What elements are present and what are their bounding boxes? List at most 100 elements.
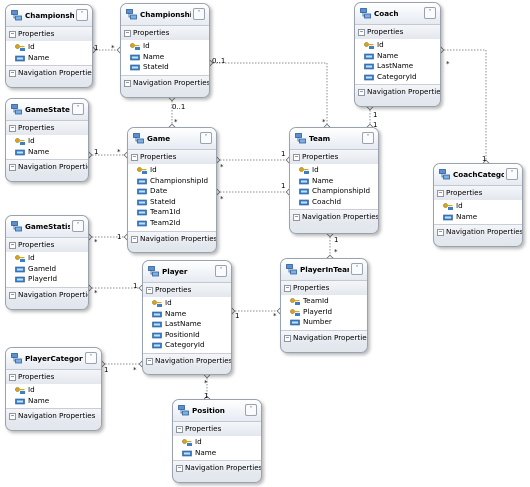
entity-header[interactable]: Game˄	[128, 128, 216, 150]
entity-header[interactable]: Team˄	[290, 128, 378, 150]
section-toggle-icon[interactable]: −	[9, 31, 16, 38]
property-row[interactable]: Id	[6, 136, 88, 147]
property-row[interactable]: StateId	[121, 62, 209, 73]
section-toggle-icon[interactable]: −	[131, 235, 138, 243]
properties-section-header[interactable]: −Properties	[6, 121, 88, 135]
section-toggle-icon[interactable]: −	[9, 291, 16, 299]
property-row[interactable]: Id	[6, 385, 101, 396]
property-row[interactable]: Id	[6, 42, 92, 53]
section-toggle-icon[interactable]: −	[9, 242, 16, 249]
section-toggle-icon[interactable]: −	[176, 465, 183, 473]
section-toggle-icon[interactable]: −	[9, 125, 16, 132]
section-toggle-icon[interactable]: −	[176, 426, 183, 433]
property-row[interactable]: Name	[290, 176, 378, 187]
navigation-section-header[interactable]: −Navigation Properties	[6, 408, 101, 424]
collapse-icon[interactable]: ˄	[362, 132, 374, 144]
entity-header[interactable]: Position˄	[173, 400, 261, 422]
collapse-icon[interactable]: ˄	[76, 9, 88, 21]
property-row[interactable]: Name	[355, 51, 440, 62]
property-row[interactable]: Name	[143, 309, 231, 320]
section-toggle-icon[interactable]: −	[9, 70, 16, 78]
property-row[interactable]: GameId	[6, 264, 88, 275]
property-row[interactable]: ChampionshipId	[290, 186, 378, 197]
property-row[interactable]: LastName	[355, 61, 440, 72]
collapse-icon[interactable]: ˄	[200, 132, 212, 144]
properties-section-header[interactable]: −Properties	[143, 283, 231, 297]
navigation-section-header[interactable]: −Navigation Properties	[434, 224, 522, 240]
collapse-icon[interactable]: ˄	[193, 8, 205, 20]
section-toggle-icon[interactable]: −	[358, 29, 365, 36]
property-row[interactable]: Id	[173, 437, 261, 448]
navigation-section-header[interactable]: −Navigation Properties	[290, 209, 378, 225]
collapse-icon[interactable]: ˄	[72, 220, 84, 232]
navigation-section-header[interactable]: −Navigation Properties	[355, 84, 440, 100]
entity-header[interactable]: Championship˄	[121, 4, 209, 26]
collapse-icon[interactable]: ˄	[85, 352, 97, 364]
navigation-section-header[interactable]: −Navigation Properties	[143, 352, 231, 368]
navigation-section-header[interactable]: −Navigation Properties	[281, 329, 367, 345]
property-row[interactable]: Number	[281, 317, 367, 328]
navigation-section-header[interactable]: −Navigation Properties	[6, 286, 88, 302]
collapse-icon[interactable]: ˄	[424, 7, 436, 19]
entity-header[interactable]: Player˄	[143, 261, 231, 283]
property-row[interactable]: CategoryId	[143, 340, 231, 351]
collapse-icon[interactable]: ˄	[351, 263, 363, 275]
section-toggle-icon[interactable]: −	[437, 190, 444, 197]
property-row[interactable]: Team2Id	[128, 218, 216, 229]
property-row[interactable]: PositionId	[143, 330, 231, 341]
property-row[interactable]: Name	[6, 53, 92, 64]
properties-section-header[interactable]: −Properties	[121, 26, 209, 40]
property-row[interactable]: Name	[173, 448, 261, 459]
properties-section-header[interactable]: −Properties	[6, 27, 92, 41]
entity-header[interactable]: CoachCategory˄	[434, 164, 522, 186]
section-toggle-icon[interactable]: −	[293, 214, 300, 222]
entity-coachcategory[interactable]: CoachCategory˄−PropertiesIdName−Navigati…	[433, 163, 523, 247]
section-toggle-icon[interactable]: −	[358, 89, 365, 97]
property-row[interactable]: Id	[143, 298, 231, 309]
property-row[interactable]: Id	[121, 41, 209, 52]
property-row[interactable]: Name	[6, 396, 101, 407]
section-toggle-icon[interactable]: −	[284, 334, 291, 342]
section-toggle-icon[interactable]: −	[124, 79, 131, 87]
properties-section-header[interactable]: −Properties	[434, 186, 522, 200]
property-row[interactable]: Team1Id	[128, 207, 216, 218]
properties-section-header[interactable]: −Properties	[173, 422, 261, 436]
entity-header[interactable]: GameStatistic˄	[6, 216, 88, 238]
property-row[interactable]: PlayerId	[6, 274, 88, 285]
property-row[interactable]: CoachId	[290, 197, 378, 208]
property-row[interactable]: Id	[6, 253, 88, 264]
property-row[interactable]: Date	[128, 186, 216, 197]
navigation-section-header[interactable]: −Navigation Properties	[6, 65, 92, 81]
entity-championship[interactable]: Championship˄−PropertiesIdNameStateId−Na…	[120, 3, 210, 98]
section-toggle-icon[interactable]: −	[293, 154, 300, 161]
properties-section-header[interactable]: −Properties	[355, 25, 440, 39]
collapse-icon[interactable]: ˄	[506, 168, 518, 180]
entity-gamestatistic[interactable]: GameStatistic˄−PropertiesIdGameIdPlayerI…	[5, 215, 89, 310]
section-toggle-icon[interactable]: −	[437, 229, 444, 237]
section-toggle-icon[interactable]: −	[146, 357, 153, 365]
property-row[interactable]: Name	[6, 147, 88, 158]
property-row[interactable]: LastName	[143, 319, 231, 330]
section-toggle-icon[interactable]: −	[124, 30, 131, 37]
entity-header[interactable]: GameState˄	[6, 99, 88, 121]
collapse-icon[interactable]: ˄	[215, 265, 227, 277]
entity-header[interactable]: PlayerCategory˄	[6, 348, 101, 370]
property-row[interactable]: Name	[434, 212, 522, 223]
collapse-icon[interactable]: ˄	[245, 404, 257, 416]
properties-section-header[interactable]: −Properties	[281, 281, 367, 295]
property-row[interactable]: PlayerId	[281, 307, 367, 318]
properties-section-header[interactable]: −Properties	[6, 238, 88, 252]
property-row[interactable]: TeamId	[281, 296, 367, 307]
entity-championship_x[interactable]: Championship...˄−PropertiesIdName−Naviga…	[5, 4, 93, 88]
section-toggle-icon[interactable]: −	[9, 413, 16, 421]
section-toggle-icon[interactable]: −	[9, 374, 16, 381]
entity-header[interactable]: Coach˄	[355, 3, 440, 25]
section-toggle-icon[interactable]: −	[9, 164, 16, 172]
collapse-icon[interactable]: ˄	[72, 103, 84, 115]
